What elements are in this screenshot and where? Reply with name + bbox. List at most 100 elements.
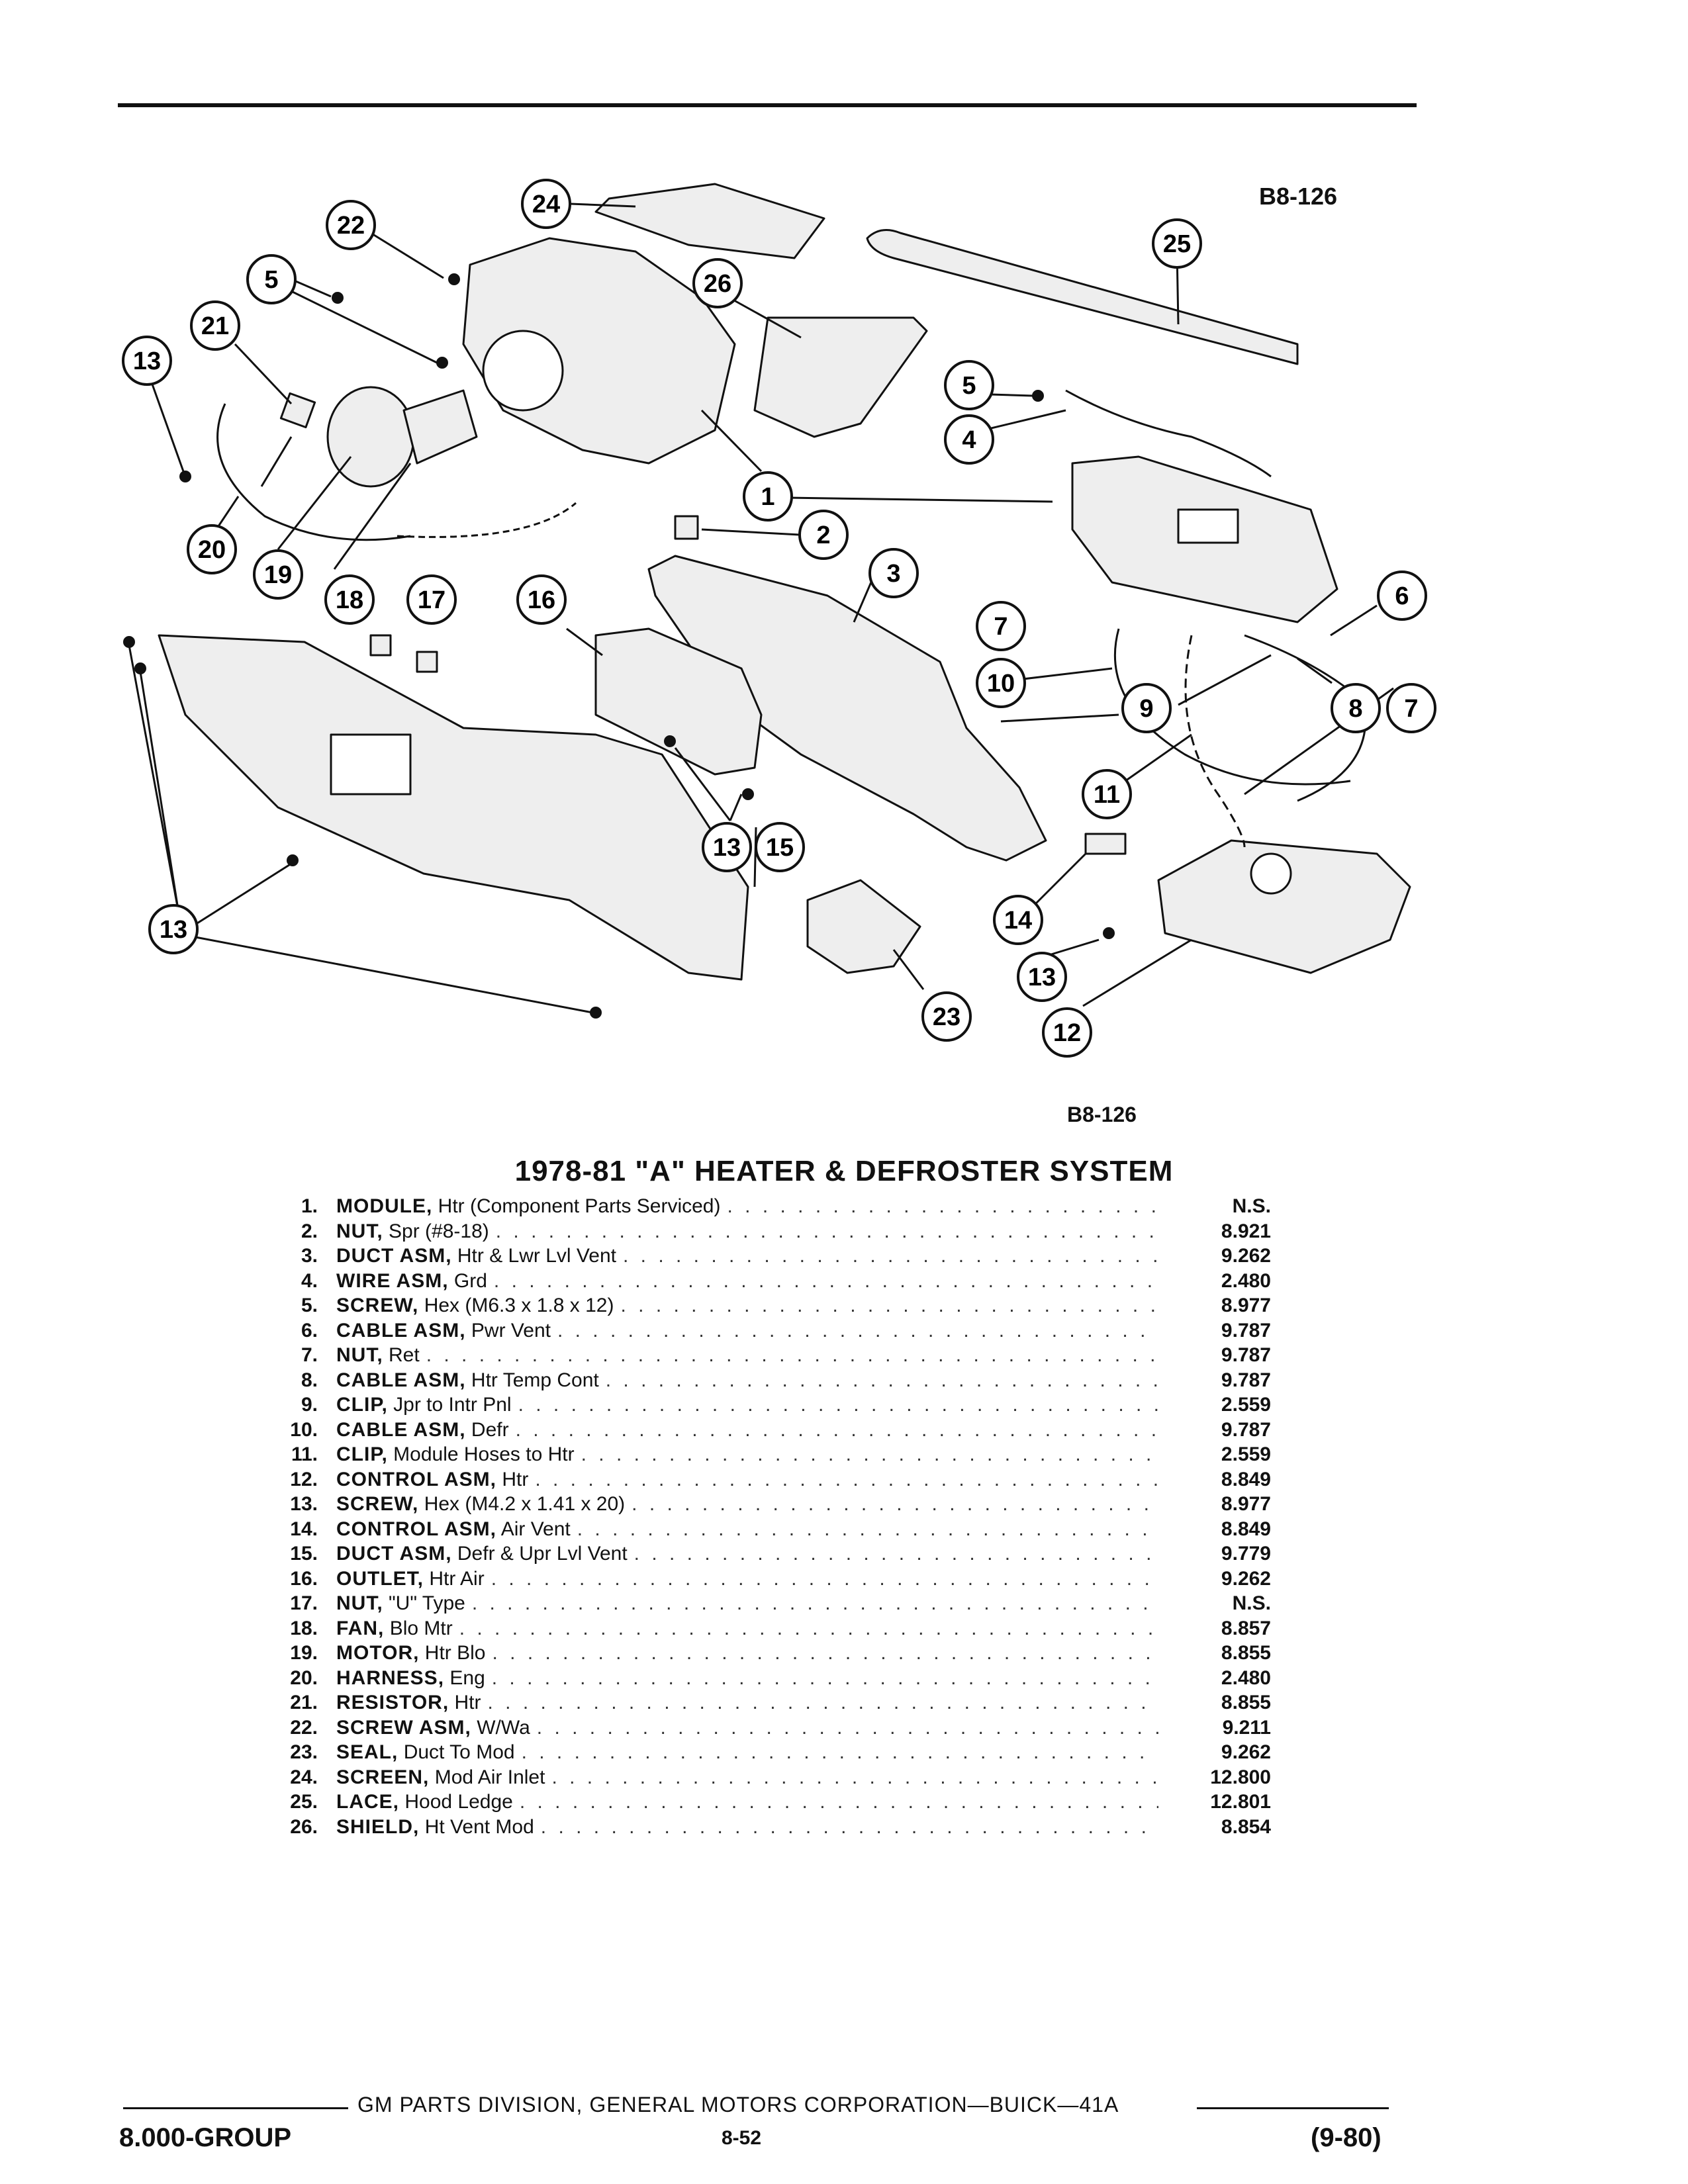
group-number: 8.849 [1221,1518,1271,1540]
leader-dots [516,1419,1158,1441]
part-description: CLIP, Module Hoses to Htr [336,1443,575,1466]
part-description: CABLE ASM, Defr [336,1419,509,1441]
part-heater-outlet [594,627,763,776]
part-name: DUCT ASM, [336,1245,452,1267]
leader-dots [491,1568,1158,1590]
part-description: DUCT ASM, Defr & Upr Lvl Vent [336,1543,628,1565]
part-name: SEAL, [336,1741,399,1763]
group-number: 9.787 [1221,1418,1271,1441]
top-rule [118,103,1417,107]
callout-13-a: 13 [122,336,172,386]
part-name: CLIP, [336,1443,388,1465]
part-detail: Module Hoses to Htr [393,1443,575,1465]
screw-icon [179,471,191,482]
part-detail: Htr & Lwr Lvl Vent [457,1245,616,1267]
part-row: 21.RESISTOR, Htr8.855 [265,1692,1271,1717]
part-row: 15.DUCT ASM, Defr & Upr Lvl Vent9.779 [265,1543,1271,1568]
svg-text:25: 25 [1163,230,1191,258]
callout-3: 3 [868,548,919,598]
part-detail: Eng [449,1666,485,1689]
leader-dots [634,1543,1158,1565]
part-detail: Duct To Mod [403,1741,515,1763]
group-number: 8.857 [1221,1617,1271,1639]
svg-text:11: 11 [1094,781,1120,809]
part-detail: Htr [502,1468,529,1490]
part-blower-opening [482,330,564,412]
part-name: RESISTOR, [336,1692,449,1713]
screw-icon [664,735,676,747]
part-row: 10.CABLE ASM, Defr9.787 [265,1419,1271,1444]
part-number: 2. [301,1220,318,1242]
part-description: CONTROL ASM, Air Vent [336,1518,571,1541]
svg-text:21: 21 [201,312,229,340]
part-number: 24. [290,1766,318,1788]
part-name: DUCT ASM, [336,1543,452,1565]
part-row: 11. CLIP, Module Hoses to Htr 2.559 [265,1443,1271,1469]
part-row: 18.FAN, Blo Mtr8.857 [265,1617,1271,1643]
callout-7-a: 7 [976,601,1026,651]
part-number: 1. [301,1195,318,1217]
part-detail: Jpr to Intr Pnl [393,1394,512,1416]
svg-text:15: 15 [766,834,794,862]
callout-13-d: 13 [1017,952,1067,1002]
part-row: 13.SCREW, Hex (M4.2 x 1.41 x 20)8.977 [265,1493,1271,1518]
part-description: CLIP, Jpr to Intr Pnl [336,1394,512,1416]
leader-dots [518,1394,1158,1416]
footer-date: (9-80) [1311,2123,1382,2152]
svg-text:13: 13 [1028,964,1056,991]
callout-22: 22 [326,200,376,250]
svg-text:20: 20 [198,536,226,564]
part-hood-ledge-lace [866,229,1299,365]
part-description: CONTROL ASM, Htr [336,1469,528,1491]
part-cable-temp [1184,635,1246,848]
part-number: 25. [290,1791,318,1813]
group-number: 2.559 [1221,1394,1271,1416]
leader-dots [496,1220,1158,1243]
svg-text:4: 4 [962,426,976,454]
leader-dots [494,1270,1158,1293]
svg-text:3: 3 [886,560,900,588]
part-name: CABLE ASM, [336,1418,466,1441]
part-cable-defr [1113,628,1351,786]
part-name: SHIELD, [336,1815,420,1838]
part-air-vent-control [1084,833,1127,855]
callout-21: 21 [190,300,240,351]
leader-dots [606,1369,1158,1392]
part-number: 23. [290,1741,318,1763]
part-number: 7. [301,1344,318,1366]
part-detail: Mod Air Inlet [434,1766,545,1788]
footer-group: 8.000-GROUP [119,2123,292,2152]
group-number: 12.801 [1210,1791,1271,1813]
part-number: 11. [291,1443,318,1465]
svg-text:7: 7 [1404,695,1418,723]
callout-26: 26 [692,258,743,308]
part-description: RESISTOR, Htr [336,1692,481,1714]
group-number: 2.559 [1221,1443,1271,1465]
part-description: LACE, Hood Ledge [336,1791,513,1813]
group-number: 9.787 [1221,1369,1271,1391]
svg-text:13: 13 [133,347,161,375]
svg-text:12: 12 [1053,1019,1081,1047]
group-number: 9.211 [1222,1716,1271,1739]
part-description: CABLE ASM, Pwr Vent [336,1320,551,1342]
leader-dots [492,1667,1158,1690]
leader-dots [727,1195,1158,1218]
part-row: 19.MOTOR, Htr Blo8.855 [265,1642,1271,1667]
part-number: 13. [290,1493,318,1515]
part-row: 23. SEAL, Duct To Mod 9.262 [265,1741,1271,1766]
part-name: MOTOR, [336,1642,420,1664]
part-number: 21. [290,1692,318,1713]
svg-text:13: 13 [160,916,187,944]
group-number: 9.262 [1221,1567,1271,1590]
svg-text:24: 24 [532,191,560,218]
group-number: 12.800 [1210,1766,1271,1788]
part-detail: Htr (Component Parts Serviced) [438,1195,721,1217]
part-number: 22. [290,1716,318,1739]
callout-6: 6 [1377,570,1427,621]
leader-dots [535,1469,1158,1491]
part-name: WIRE ASM, [336,1269,449,1292]
group-number: 9.262 [1221,1741,1271,1763]
callout-23: 23 [921,991,972,1042]
group-number: 8.855 [1221,1642,1271,1664]
part-row: 9.CLIP, Jpr to Intr Pnl2.559 [265,1394,1271,1419]
